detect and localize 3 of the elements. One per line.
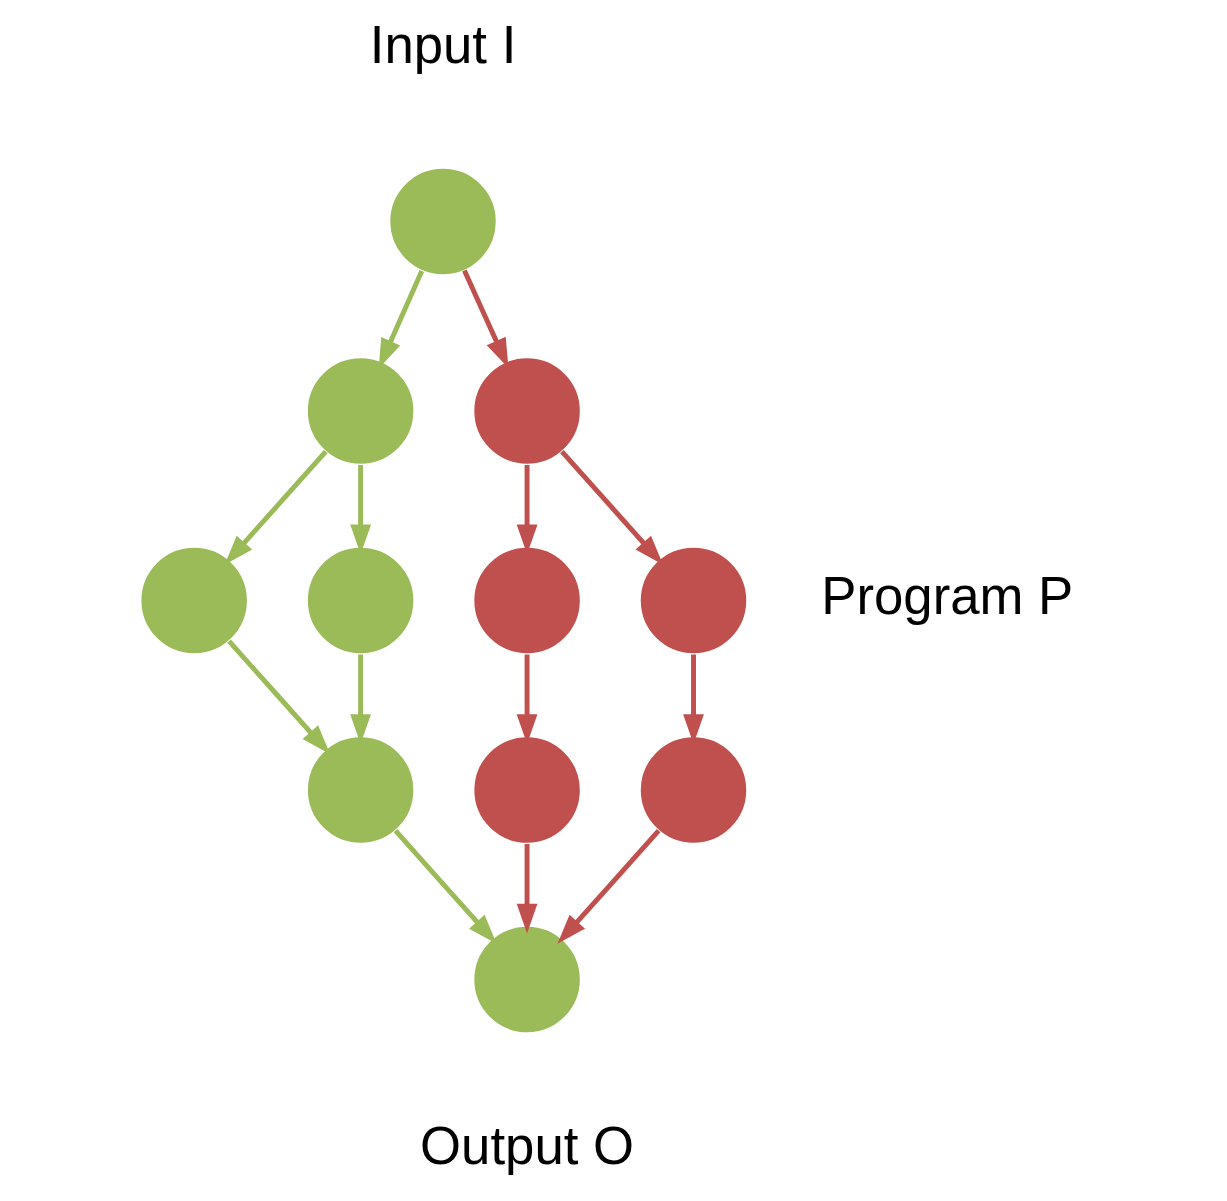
node-label: Input I: [369, 15, 516, 75]
label: Program P: [820, 565, 1073, 625]
node-label: Output O: [419, 1116, 634, 1176]
